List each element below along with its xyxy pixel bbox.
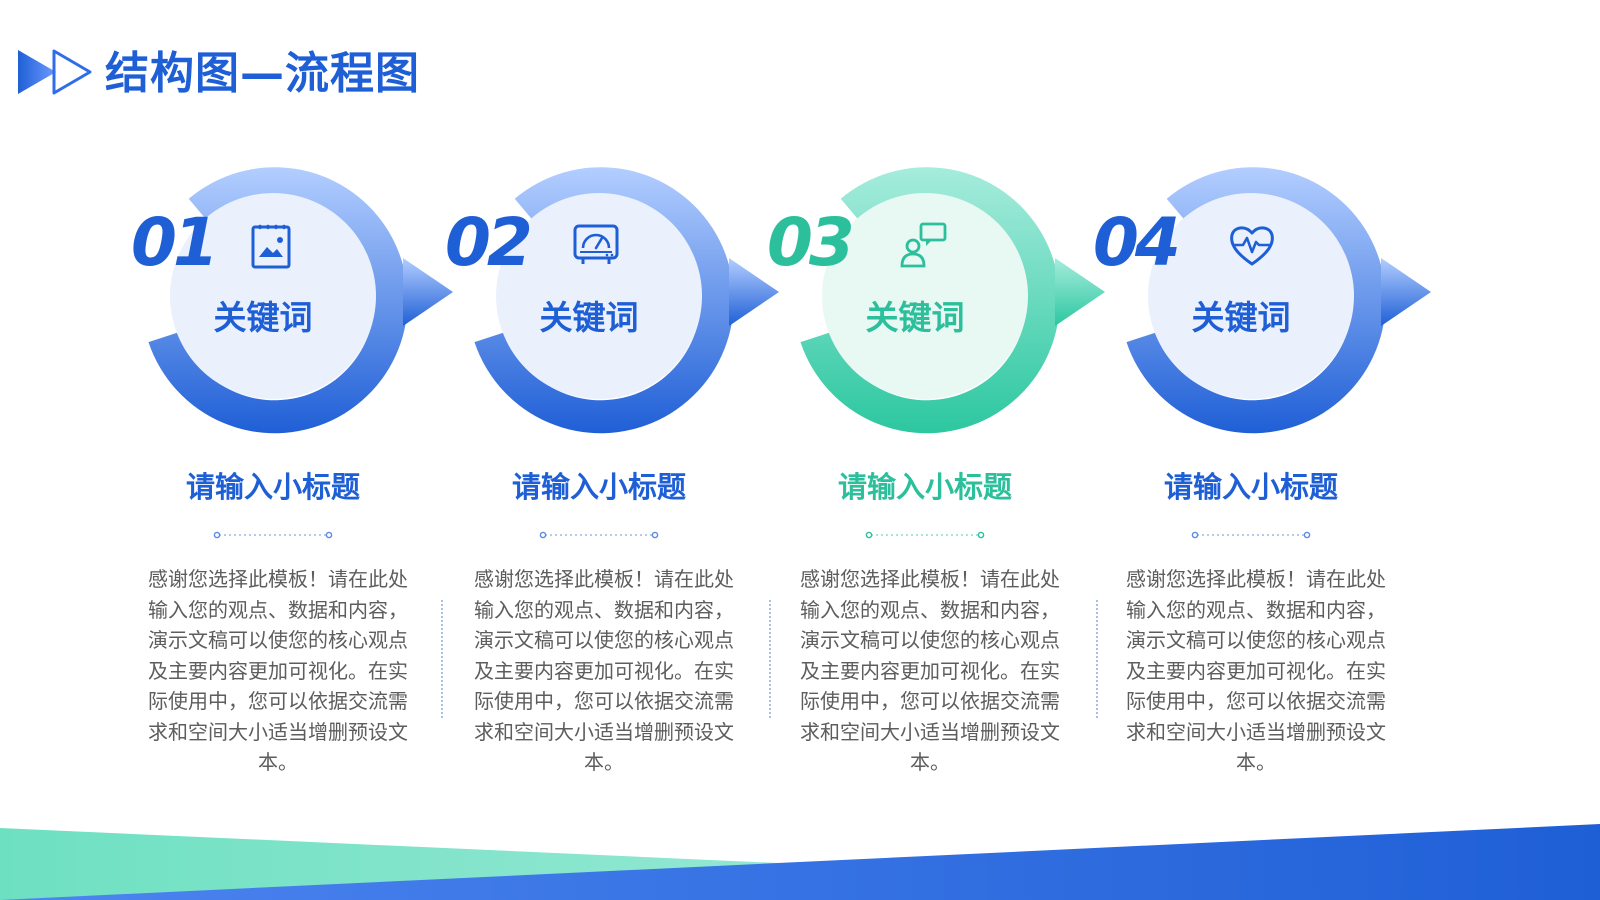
step-keyword: 关键词 [539, 298, 639, 337]
step-subtitle: 请输入小标题 [185, 470, 360, 504]
step-number: 01 [131, 204, 219, 281]
step-number: 02 [445, 204, 533, 281]
dotted-separator [1191, 531, 1311, 539]
process-step-3: 03 关键词 请输入小标题 感谢您选择此模板！请在此处输入您的观点、数据和内容，… [755, 150, 1105, 790]
step-subtitle: 请输入小标题 [837, 470, 1012, 504]
step-keyword: 关键词 [1191, 298, 1291, 337]
step-keyword: 关键词 [865, 298, 965, 337]
step-number: 03 [767, 204, 855, 281]
user-chat-icon [900, 222, 947, 268]
process-step-2: 02 关键词 请输入小标题 感谢您选择此模板！请在此处输入您的观点、数据和内容，… [429, 150, 779, 790]
step-ring [1126, 167, 1431, 434]
step-subtitle: 请输入小标题 [511, 470, 686, 504]
column-divider [441, 600, 443, 718]
step-description: 感谢您选择此模板！请在此处输入您的观点、数据和内容，演示文稿可以使您的核心观点及… [1126, 567, 1386, 774]
play-arrows-logo-icon [18, 49, 92, 95]
column-divider [769, 600, 771, 718]
dotted-separator [213, 531, 333, 539]
bottom-gradient-band [0, 824, 1600, 900]
process-step-4: 04 关键词 请输入小标题 感谢您选择此模板！请在此处输入您的观点、数据和内容，… [1081, 150, 1431, 790]
step-ring [148, 167, 453, 434]
dotted-separator [539, 531, 659, 539]
page-title: 结构图—流程图 [105, 48, 420, 99]
image-document-icon [251, 224, 291, 269]
column-divider [1096, 600, 1098, 718]
step-ring [800, 167, 1105, 434]
step-description: 感谢您选择此模板！请在此处输入您的观点、数据和内容，演示文稿可以使您的核心观点及… [474, 567, 734, 774]
step-description: 感谢您选择此模板！请在此处输入您的观点、数据和内容，演示文稿可以使您的核心观点及… [148, 567, 408, 774]
step-ring [474, 167, 779, 434]
dotted-separator [865, 531, 985, 539]
gauge-monitor-icon [573, 224, 619, 264]
step-subtitle: 请输入小标题 [1163, 470, 1338, 504]
step-number: 04 [1093, 204, 1181, 281]
heart-pulse-icon [1230, 226, 1274, 266]
step-keyword: 关键词 [213, 298, 313, 337]
step-description: 感谢您选择此模板！请在此处输入您的观点、数据和内容，演示文稿可以使您的核心观点及… [800, 567, 1060, 774]
process-step-1: 01 关键词 请输入小标题 感谢您选择此模板！请在此处输入您的观点、数据和内容，… [103, 150, 453, 790]
